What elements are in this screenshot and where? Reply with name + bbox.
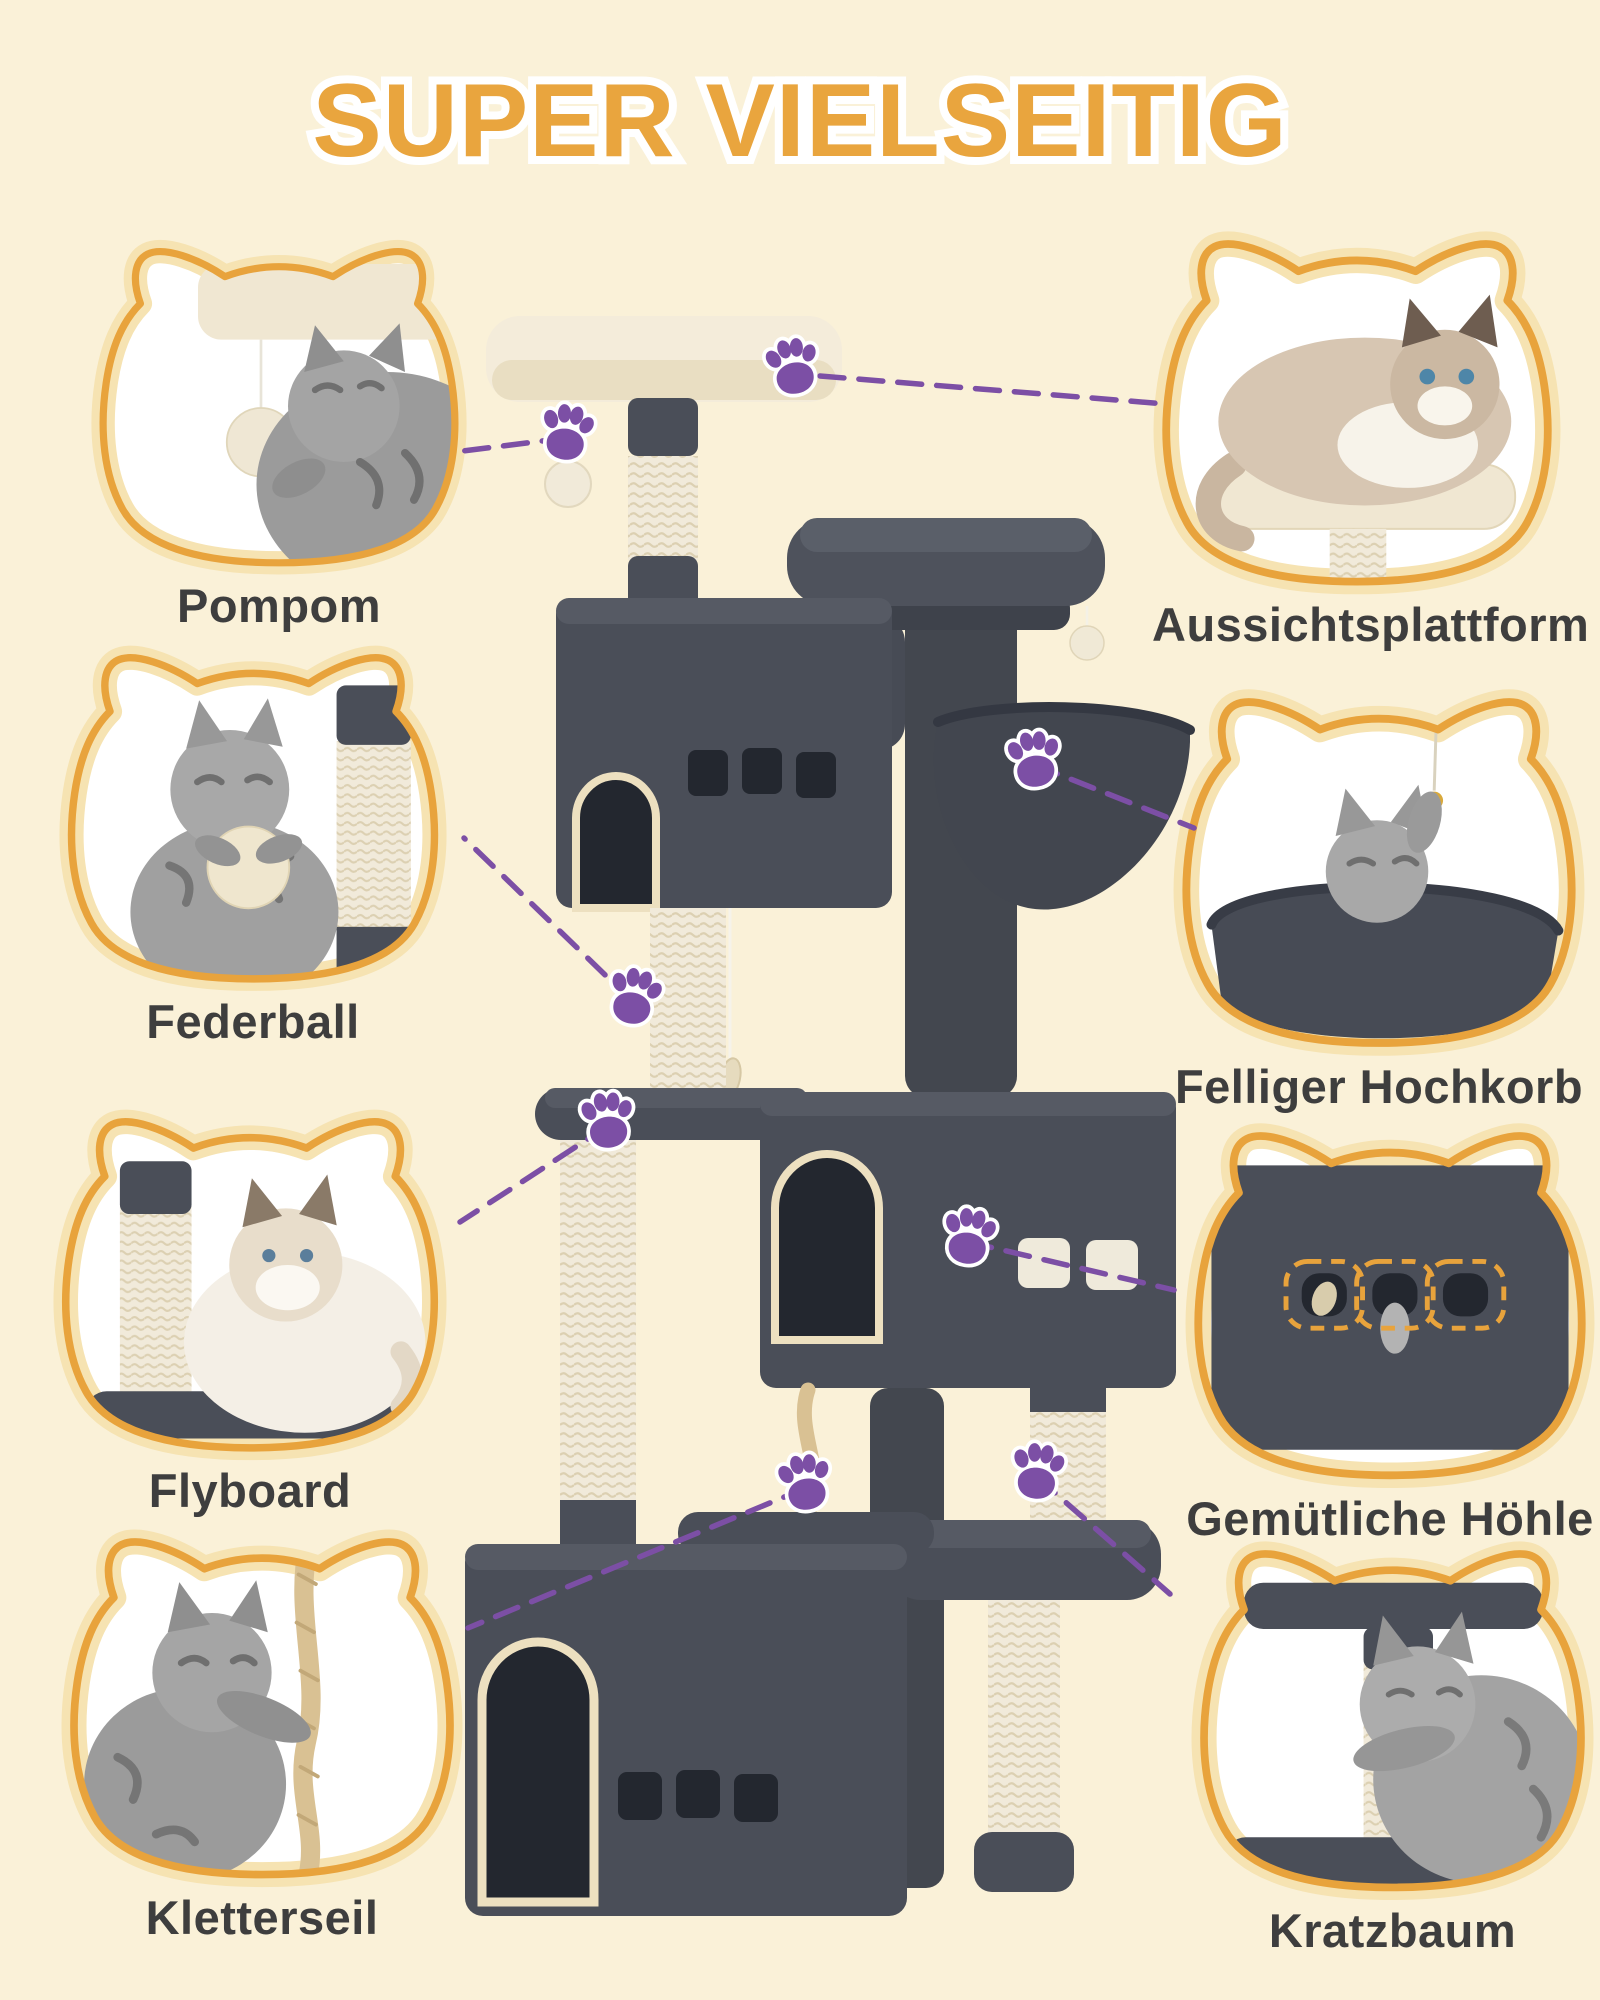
peek-hole bbox=[1086, 1240, 1138, 1290]
gemuetliche-hoehle-photo bbox=[1211, 1165, 1569, 1450]
peek-hole bbox=[796, 752, 836, 798]
callout-gemuetliche-hoehle: Gemütliche Höhle bbox=[1184, 1130, 1596, 1546]
callout-label-kratzbaum: Kratzbaum bbox=[1268, 1904, 1517, 1958]
callout-label-gemuetliche-hoehle: Gemütliche Höhle bbox=[1186, 1492, 1594, 1546]
callout-label-flyboard: Flyboard bbox=[148, 1464, 352, 1518]
pompom-ball bbox=[1069, 625, 1105, 661]
side-platform-top bbox=[897, 1520, 1151, 1548]
cat-head-frame bbox=[60, 1536, 464, 1882]
scratching-post bbox=[650, 908, 726, 1090]
callout-kletterseil: Kletterseil bbox=[60, 1536, 464, 1945]
post-plush-section bbox=[628, 398, 698, 456]
callout-pompom: Pompom bbox=[90, 246, 468, 633]
house-entrance bbox=[477, 1637, 599, 1907]
callout-label-pompom: Pompom bbox=[176, 579, 382, 632]
cat-head-frame bbox=[1190, 1548, 1595, 1895]
callout-kratzbaum: Kratzbaum bbox=[1190, 1548, 1595, 1958]
post-plush-section bbox=[1030, 1384, 1106, 1412]
cat-head-frame bbox=[52, 1116, 448, 1455]
peek-hole bbox=[734, 1774, 778, 1822]
flyboard-photo bbox=[85, 1161, 426, 1439]
house-entrance bbox=[771, 1150, 883, 1344]
aussichtsplattform-photo bbox=[1195, 294, 1517, 582]
peek-hole bbox=[688, 750, 728, 796]
scratching-post bbox=[1030, 1412, 1106, 1524]
page-title-text: SUPER VIELSEITIG bbox=[312, 63, 1288, 179]
scratching-post bbox=[560, 1140, 636, 1548]
callout-felliger-hochkorb: Felliger Hochkorb bbox=[1172, 696, 1586, 1114]
kratzbaum-photo bbox=[1224, 1582, 1581, 1888]
cat-head-frame bbox=[90, 246, 468, 570]
page-title-outline: SUPER VIELSEITIG bbox=[304, 55, 1294, 187]
perch-cushion-top bbox=[800, 518, 1092, 552]
scratching-post bbox=[988, 1600, 1060, 1836]
peek-hole bbox=[618, 1772, 662, 1820]
post-foot bbox=[974, 1832, 1074, 1892]
callout-label-aussichtsplattform: Aussichtsplattform bbox=[1152, 598, 1590, 652]
post-plush-section bbox=[560, 1500, 636, 1548]
hammock-rim bbox=[933, 702, 1195, 735]
cat-head-frame bbox=[58, 652, 448, 986]
kletterseil-photo bbox=[84, 1541, 321, 1875]
cat-house-middle-edge bbox=[760, 1092, 1176, 1116]
callout-label-felliger-hochkorb: Felliger Hochkorb bbox=[1174, 1059, 1584, 1113]
peek-hole bbox=[676, 1770, 720, 1818]
post-plush-section bbox=[628, 556, 698, 608]
cat-house-top-edge bbox=[556, 598, 892, 624]
cat-house-bottom-edge bbox=[465, 1544, 907, 1570]
cat-head-frame bbox=[1172, 696, 1586, 1051]
felliger-hochkorb-photo bbox=[1206, 725, 1564, 1039]
callout-aussichtsplattform: Aussichtsplattform bbox=[1152, 238, 1590, 652]
callout-federball: Federball bbox=[58, 652, 448, 1049]
cat-head-frame bbox=[1184, 1130, 1596, 1483]
federball-photo bbox=[130, 685, 411, 979]
cat-tree-product-image bbox=[465, 316, 1195, 1916]
house-entrance bbox=[572, 772, 660, 912]
cat-head-frame bbox=[1152, 238, 1562, 589]
pompom-ball bbox=[544, 460, 592, 508]
top-platform-edge bbox=[492, 360, 836, 400]
callout-flyboard: Flyboard bbox=[52, 1116, 448, 1518]
callout-label-federball: Federball bbox=[146, 995, 360, 1049]
callout-label-kletterseil: Kletterseil bbox=[145, 1891, 379, 1945]
peek-hole bbox=[742, 748, 782, 794]
scratching-post bbox=[628, 456, 698, 560]
page-title: SUPER VIELSEITIG SUPER VIELSEITIG bbox=[0, 55, 1600, 202]
peek-hole bbox=[1018, 1238, 1070, 1288]
